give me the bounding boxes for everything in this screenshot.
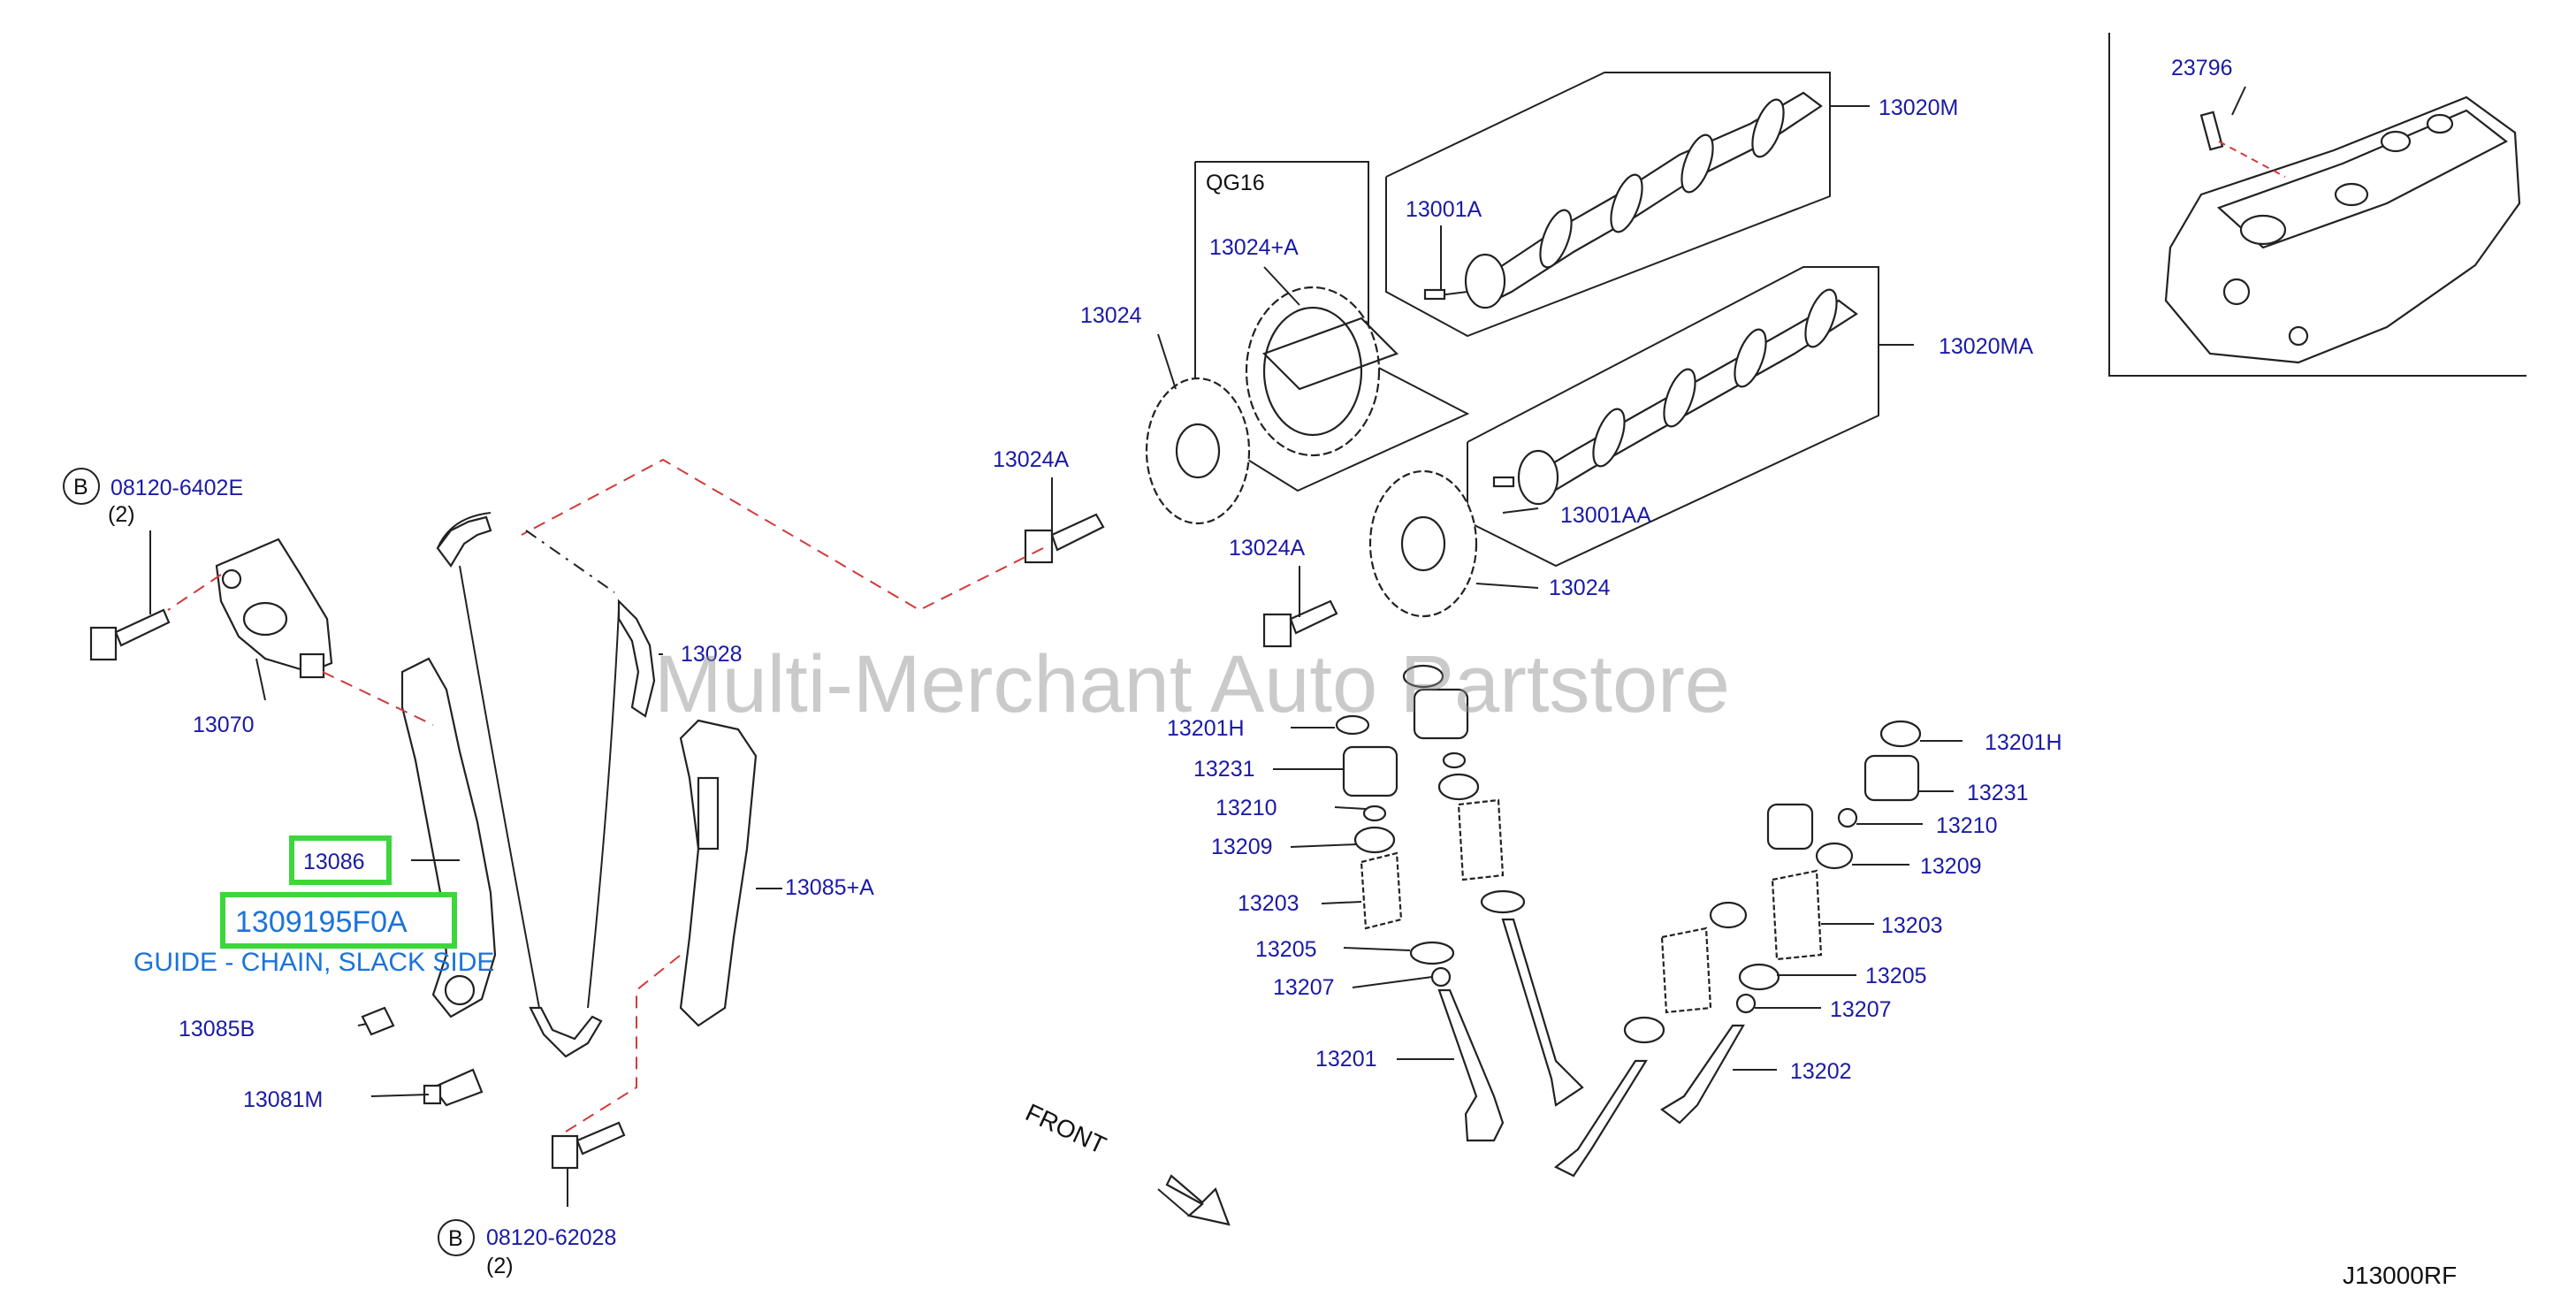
engine-head-inset (2164, 95, 2521, 364)
callout-13210-left[interactable]: 13210 (1216, 796, 1277, 820)
callout-08120-62028[interactable]: 08120-62028 (486, 1225, 616, 1250)
callout-23796[interactable]: 23796 (2171, 56, 2233, 80)
bolt-08120-62028 (551, 1121, 626, 1170)
camshaft-13020m (1423, 91, 1823, 309)
callout-13001aa[interactable]: 13001AA (1560, 503, 1651, 528)
callout-13020m[interactable]: 13020M (1879, 95, 1958, 120)
bolt-13024a-top (1024, 513, 1105, 564)
bolt-08120-6402e (89, 608, 171, 661)
callout-13081m[interactable]: 13081M (243, 1087, 323, 1112)
callout-13209-right[interactable]: 13209 (1920, 854, 1982, 879)
leader-lines (149, 86, 2246, 1207)
callout-13209-left[interactable]: 13209 (1211, 835, 1273, 859)
highlight-part-number: 1309195F0A (235, 905, 408, 939)
sprocket-13024-mid (1368, 469, 1478, 618)
callout-13203-right[interactable]: 13203 (1881, 913, 1943, 938)
qg16-label: QG16 (1206, 171, 1265, 195)
slack-guide-13086 (400, 657, 497, 1018)
watermark: Multi-Merchant Auto Partstore (654, 639, 1730, 729)
camshaft-13020ma (1492, 288, 1858, 506)
route-line-1 (521, 458, 1044, 612)
callout-13085b[interactable]: 13085B (179, 1017, 255, 1041)
callout-13231-right[interactable]: 13231 (1967, 781, 2029, 805)
camshaft-m-frame (1385, 72, 1831, 338)
pin-13085b (361, 1006, 395, 1036)
callout-13024a-mid[interactable]: 13024A (1229, 536, 1306, 561)
route-line-2 (167, 574, 222, 611)
callout-13203-left[interactable]: 13203 (1238, 891, 1299, 916)
front-label: FRONT (1021, 1098, 1110, 1159)
sprocket-13024-top (1145, 377, 1251, 525)
callout-13201-left[interactable]: 13201 (1315, 1047, 1377, 1072)
diagram-id: J13000RF (2343, 1262, 2457, 1289)
callout-13210-right[interactable]: 13210 (1936, 813, 1998, 838)
front-arrow-icon (1157, 1174, 1231, 1226)
highlight-description: GUIDE - CHAIN, SLACK SIDE (133, 948, 494, 977)
bolt-ref-b2: B (438, 1219, 475, 1256)
callout-13001a[interactable]: 13001A (1406, 197, 1482, 222)
callout-13201h-right[interactable]: 13201H (1985, 730, 2062, 755)
route-line-3 (322, 671, 434, 726)
callout-13024-mid[interactable]: 13024 (1549, 576, 1611, 600)
callout-13205-left[interactable]: 13205 (1255, 937, 1317, 962)
callout-13207-right[interactable]: 13207 (1830, 997, 1892, 1022)
quantity-1: (2) (108, 502, 135, 527)
bolt-ref-b2-letter: B (448, 1226, 463, 1251)
callout-13024-top[interactable]: 13024 (1080, 303, 1142, 328)
callout-13201h-left[interactable]: 13201H (1167, 716, 1245, 741)
callout-13202-right[interactable]: 13202 (1790, 1059, 1852, 1084)
valvetrain-right (1553, 720, 1922, 1178)
route-line-4 (565, 954, 682, 1133)
highlight-part-code: 13086 (303, 850, 365, 874)
tension-guide-13085 (679, 719, 758, 1027)
callout-13207-left[interactable]: 13207 (1273, 975, 1335, 1000)
callout-13205-right[interactable]: 13205 (1865, 964, 1927, 988)
callout-13085-plus-a[interactable]: 13085+A (785, 875, 874, 900)
route-line-5 (525, 530, 615, 593)
pin-13081m (423, 1068, 484, 1107)
highlight-part-code-box[interactable]: 13086 (289, 835, 392, 885)
bolt-ref-b1-letter: B (73, 475, 88, 500)
bolt-13024a-mid (1262, 599, 1338, 648)
quantity-2: (2) (486, 1254, 514, 1278)
timing-chain (436, 512, 656, 1058)
tensioner-13070 (215, 538, 333, 679)
callout-13024a-top[interactable]: 13024A (993, 447, 1070, 472)
sprocket-qg16 (1245, 286, 1399, 457)
highlight-part-number-box[interactable]: 1309195F0A (220, 892, 457, 949)
inset-frame (2108, 33, 2526, 377)
callout-13024-plus-a[interactable]: 13024+A (1209, 235, 1299, 260)
callout-13020ma[interactable]: 13020MA (1939, 334, 2033, 359)
callout-08120-6402e[interactable]: 08120-6402E (111, 476, 243, 500)
callout-13070[interactable]: 13070 (193, 713, 255, 737)
bolt-ref-b1: B (63, 468, 100, 505)
valvetrain-left (1335, 664, 1584, 1142)
callout-13028[interactable]: 13028 (681, 642, 743, 667)
callout-13231-left[interactable]: 13231 (1193, 757, 1255, 782)
